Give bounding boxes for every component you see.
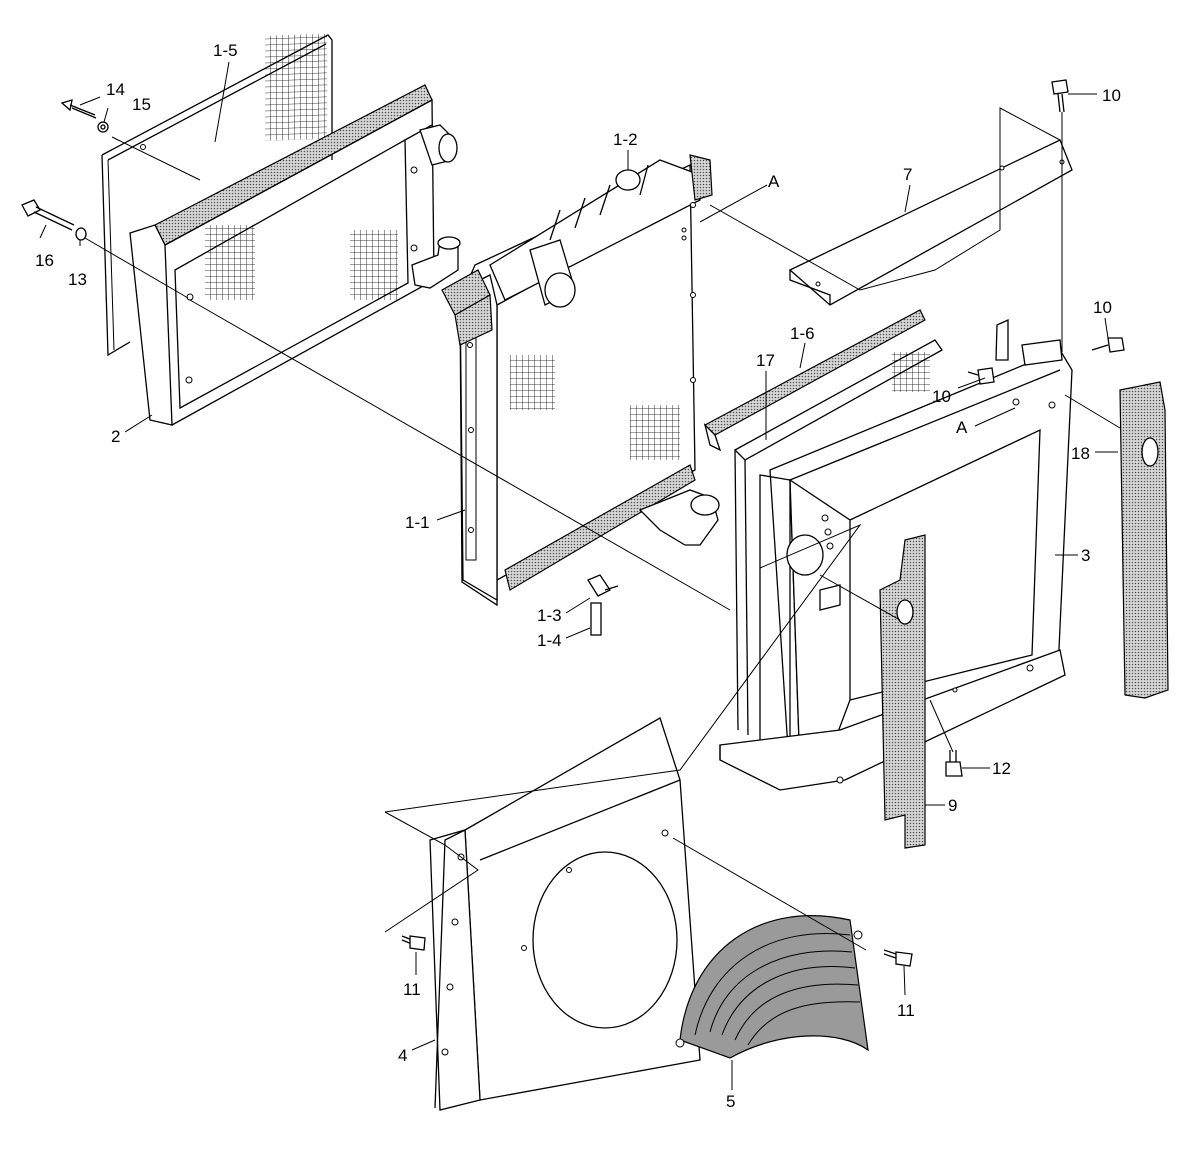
- washer-part-15: [97, 121, 109, 133]
- callout-15: 15: [132, 95, 151, 114]
- drain-hose-part-1-4: [590, 602, 602, 636]
- bolt-part-11-right: [883, 949, 913, 967]
- callout-1-3: 1-3: [537, 606, 562, 625]
- callout-17: 17: [756, 351, 775, 370]
- callout-14: 14: [106, 80, 125, 99]
- callout-A-low: A: [956, 418, 968, 437]
- callout-1-4: 1-4: [537, 631, 562, 650]
- bolt-part-12: [945, 750, 963, 777]
- callout-labels: 1-5 14 15 16 13 2 1-2 A 10 7 10 1-6 17 1…: [35, 41, 1121, 1111]
- callout-10-top: 10: [1102, 86, 1121, 105]
- foam-pad-part-18: [1119, 381, 1169, 699]
- washer-part-13: [75, 227, 87, 241]
- seal-strip-part-1-6: [703, 309, 926, 452]
- fan-shroud-part-4: [429, 717, 701, 1111]
- side-seal-part-17: [733, 339, 943, 736]
- callout-12: 12: [992, 759, 1011, 778]
- wing-bolt-part-14: [60, 99, 97, 119]
- drain-cock-part-1-3: [587, 574, 619, 597]
- callout-1-6: 1-6: [790, 324, 815, 343]
- callout-18: 18: [1071, 444, 1090, 463]
- callout-5: 5: [726, 1092, 735, 1111]
- foam-pad-part-9: [879, 534, 926, 849]
- callout-13: 13: [68, 270, 87, 289]
- callout-9: 9: [948, 796, 957, 815]
- callout-3: 3: [1081, 546, 1090, 565]
- bolt-part-10-top: [1051, 79, 1069, 113]
- callout-10-low: 10: [932, 387, 951, 406]
- bolt-part-10-low: [967, 367, 995, 385]
- callout-7: 7: [903, 165, 912, 184]
- callout-11-left: 11: [403, 980, 421, 999]
- radiator-core-part-1-1: [441, 154, 720, 607]
- screen-frame-part-1-5: [101, 33, 333, 357]
- fan-guard-part-5: [675, 915, 869, 1059]
- callout-4: 4: [398, 1046, 407, 1065]
- top-bracket-part-7: [788, 139, 1073, 306]
- bolt-part-11-left: [401, 935, 426, 951]
- assembly-guide-lines: [84, 107, 1121, 951]
- bolt-part-16: [21, 199, 75, 231]
- front-frame-part-2: [129, 84, 461, 426]
- callout-1-1: 1-1: [405, 513, 430, 532]
- callout-1-5: 1-5: [213, 41, 238, 60]
- callout-10-mid: 10: [1093, 298, 1112, 317]
- leader-lines: [39, 61, 1118, 1090]
- callout-16: 16: [35, 251, 54, 270]
- callout-2: 2: [111, 427, 120, 446]
- callout-A-top: A: [768, 172, 780, 191]
- callout-1-2: 1-2: [613, 130, 638, 149]
- bolt-part-10-mid: [1091, 337, 1125, 353]
- callout-11-right: 11: [897, 1001, 915, 1020]
